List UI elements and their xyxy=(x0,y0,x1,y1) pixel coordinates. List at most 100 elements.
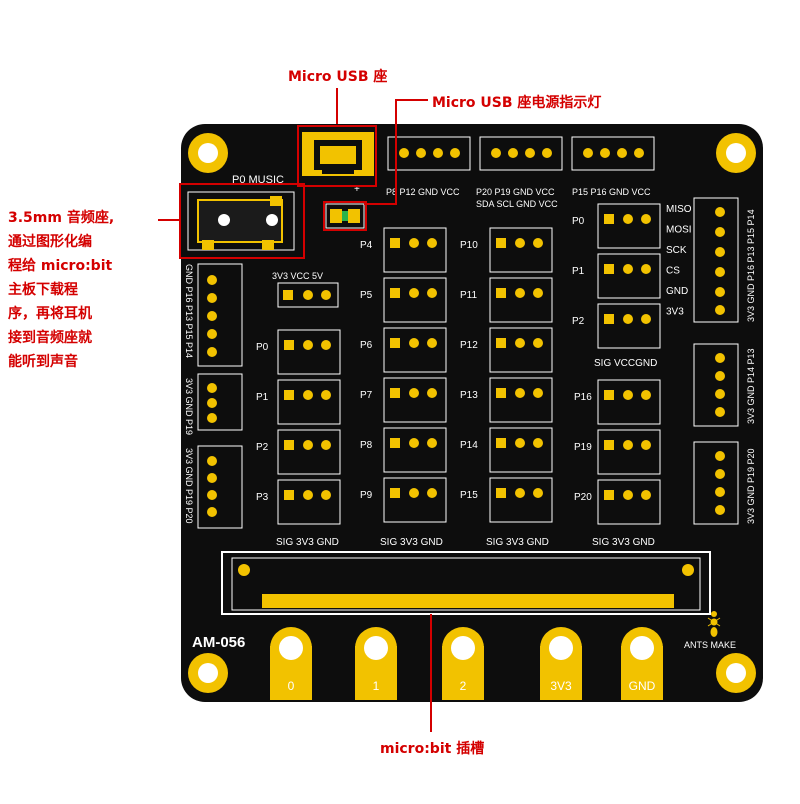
spi-pin-label: CS xyxy=(666,266,680,277)
slot-callout: micro:bit 插槽 xyxy=(380,741,485,757)
pin-label: P1 xyxy=(256,392,269,403)
top-header-1-label: P8 P12 GND VCC xyxy=(386,187,460,197)
pin-header xyxy=(489,327,553,373)
spi-pin-label: MISO xyxy=(666,204,692,215)
left-header-3-label: 3V3 GND P19 P20 xyxy=(184,448,194,524)
pin-header xyxy=(597,303,661,349)
audio-callout-line: 通过图形化编 xyxy=(8,234,92,250)
usb-callout: Micro USB 座 xyxy=(288,69,388,85)
pin-header xyxy=(597,253,661,299)
col3-footer: SIG 3V3 GND xyxy=(486,537,549,548)
right-header-3-label: 3V3 GND P19 P20 xyxy=(746,448,756,524)
pin-header xyxy=(277,429,341,475)
pin-header xyxy=(597,203,661,249)
audio-callout-line: 接到音频座就 xyxy=(8,330,92,346)
spi-pin-label: GND xyxy=(666,286,688,297)
pin-label: P7 xyxy=(360,390,373,401)
pin-label: P9 xyxy=(360,490,373,501)
pin-header xyxy=(597,479,661,525)
pin-label: P2 xyxy=(572,316,585,327)
power-row-label: 3V3 VCC 5V xyxy=(272,271,323,281)
pin-header xyxy=(597,429,661,475)
pin-label: P14 xyxy=(460,440,478,451)
edge-connector-pads: 0 1 2 3V3 GND xyxy=(270,627,663,700)
left-header-1 xyxy=(197,263,243,367)
pin-header xyxy=(489,377,553,423)
pin-label: P10 xyxy=(460,240,478,251)
col1-footer: SIG 3V3 GND xyxy=(276,537,339,548)
col4-bottom-footer: SIG 3V3 GND xyxy=(592,537,655,548)
usb-plus-label: + xyxy=(354,184,360,195)
top-header-3-label: P15 P16 GND VCC xyxy=(572,187,651,197)
pin-header xyxy=(489,227,553,273)
power-header xyxy=(277,282,339,308)
audio-callout-line: 程给 micro:bit xyxy=(8,258,113,274)
usb-led-callout: Micro USB 座电源指示灯 xyxy=(432,95,602,111)
left-header-1-label: GND P16 P13 P15 P14 xyxy=(184,264,194,358)
board-model: AM-056 xyxy=(192,634,245,651)
edge-pad-label: 3V3 xyxy=(550,679,572,693)
pin-label: P1 xyxy=(572,266,585,277)
edge-pad xyxy=(355,627,397,700)
pin-header xyxy=(277,379,341,425)
right-header-1 xyxy=(693,197,739,323)
pin-header xyxy=(383,327,447,373)
right-header-3 xyxy=(693,441,739,525)
edge-pad-label: 1 xyxy=(373,679,380,693)
pin-header xyxy=(489,477,553,523)
brand-label: ANTS MAKE xyxy=(684,640,736,650)
mounting-hole xyxy=(188,133,228,173)
edge-pad-label: GND xyxy=(629,679,656,693)
spi-pin-label: MOSI xyxy=(666,225,692,236)
audio-jack-callout: 3.5mm 音频座, 通过图形化编 程给 micro:bit 主板下载程 序，再… xyxy=(8,206,156,374)
left-header-2-label: 3V3 GND P19 xyxy=(184,378,194,435)
audio-jack xyxy=(187,191,295,251)
pin-label: P5 xyxy=(360,290,373,301)
pin-label: P11 xyxy=(460,290,477,301)
audio-callout-line: 主板下载程 xyxy=(8,282,78,298)
edge-pad xyxy=(621,627,663,700)
pin-header xyxy=(277,329,341,375)
top-header-2-sublabel: SDA SCL GND VCC xyxy=(476,199,558,209)
edge-pad-label: 0 xyxy=(288,679,295,693)
pin-label: P8 xyxy=(360,440,373,451)
pin-label: P13 xyxy=(460,390,478,401)
pin-label: P6 xyxy=(360,340,373,351)
pin-label: P3 xyxy=(256,492,269,503)
edge-pad xyxy=(442,627,484,700)
edge-pad-label: 2 xyxy=(460,679,467,693)
edge-pad xyxy=(270,627,312,700)
edge-pad xyxy=(540,627,582,700)
col2-footer: SIG 3V3 GND xyxy=(380,537,443,548)
pin-header xyxy=(383,277,447,323)
spi-pin-label: 3V3 xyxy=(666,307,684,318)
pin-header xyxy=(489,277,553,323)
pin-label: P4 xyxy=(360,240,373,251)
col4-top-footer: SIG VCCGND xyxy=(594,358,657,369)
pin-header xyxy=(383,477,447,523)
microbit-slot xyxy=(221,551,711,615)
pin-label: P0 xyxy=(572,216,585,227)
pin-label: P0 xyxy=(256,342,269,353)
pin-header xyxy=(383,427,447,473)
pin-label: P12 xyxy=(460,340,478,351)
pin-header xyxy=(277,479,341,525)
callout-lines xyxy=(158,88,432,732)
right-header-2-label: 3V3 GND P14 P13 xyxy=(746,348,756,424)
pin-label: P2 xyxy=(256,442,269,453)
pin-header xyxy=(597,379,661,425)
top-header-1 xyxy=(387,136,471,171)
pin-header xyxy=(383,227,447,273)
top-header-2-label: P20 P19 GND VCC xyxy=(476,187,555,197)
micro-usb-connector xyxy=(302,132,374,176)
audio-callout-line: 能听到声音 xyxy=(8,354,78,370)
audio-callout-line: 3.5mm 音频座, xyxy=(8,210,115,226)
ant-logo-icon xyxy=(707,611,721,637)
top-header-2 xyxy=(479,136,563,171)
